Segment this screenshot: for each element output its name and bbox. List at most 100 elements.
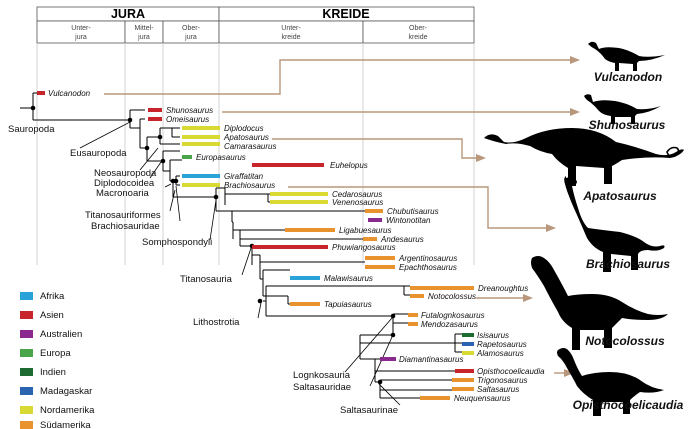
taxon-diamantinasaurus: Diamantinasaurus [399, 355, 463, 364]
clade-eusauropoda: Eusauropoda [70, 148, 127, 159]
taxon-alamosaurus: Alamosaurus [476, 349, 524, 358]
taxon-labels: Vulcanodon Shunosaurus Omeisaurus Diplod… [48, 89, 545, 403]
clade-lithostrotia: Lithostrotia [193, 317, 240, 328]
taxon-futalognkosaurus: Futalognkosaurus [421, 311, 485, 320]
period-oberkreide-line2: kreide [408, 34, 427, 41]
clade-lognkosauria: Lognkosauria [293, 370, 351, 381]
legend-label-nordamerika: Nordamerika [40, 405, 95, 416]
clade-macronoaria: Macronoaria [96, 188, 150, 199]
era-label-jura: JURA [111, 7, 145, 21]
taxon-opisthocoelicaudia: Opisthocoelicaudia [477, 367, 545, 376]
period-unterkreide-line1: Unter- [281, 25, 301, 32]
period-oberjura-line1: Ober- [182, 25, 201, 32]
period-mitteljura-line2: jura [137, 34, 150, 41]
region-legend: Afrika Asien Australien Europa Indien Ma… [20, 291, 95, 429]
silhouette-notocolossus: Notocolossus [531, 256, 668, 350]
silhouette-brachiosaurus: Brachiosaurus [564, 176, 670, 272]
taxon-camarasaurus: Camarasaurus [224, 142, 276, 151]
taxon-neuquensaurus: Neuquensaurus [454, 394, 510, 403]
clade-somphospondyli: Somphospondyli [142, 237, 212, 248]
timescale-header: JURA KREIDE Unter- jura Mittel- jura Obe… [36, 6, 475, 44]
silhouette-vulcanodon: Vulcanodon [588, 41, 665, 84]
taxon-wintonotitan: Wintonotitan [386, 216, 431, 225]
period-unterkreide-line2: kreide [281, 34, 300, 41]
period-unterjura-line2: jura [74, 34, 87, 41]
taxon-range-bars [37, 91, 474, 400]
silhouette-label-notocolossus: Notocolossus [585, 334, 665, 348]
taxon-diplodocus: Diplodocus [224, 124, 264, 133]
silhouette-opisthocoelicaudia: Opisthocoelicaudia [557, 348, 684, 416]
taxon-chubutisaurus: Chubutisaurus [387, 207, 439, 216]
legend-swatch-australien [20, 330, 33, 338]
period-unterjura-line1: Unter- [71, 25, 91, 32]
silhouette-shunosaurus: Shunosaurus [584, 94, 666, 132]
era-label-kreide: KREIDE [322, 7, 369, 21]
taxon-dreanoughtus: Dreanoughtus [478, 284, 528, 293]
taxon-notocolossus: Notocolossus [428, 292, 476, 301]
taxon-trigonosaurus: Trigonosaurus [477, 376, 528, 385]
taxon-isisaurus: Isisaurus [477, 331, 509, 340]
clade-titanosauria: Titanosauria [180, 274, 233, 285]
vulcanodon-silhouette-icon [588, 41, 665, 71]
taxon-andesaurus: Andesaurus [380, 235, 424, 244]
taxon-mendozasaurus: Mendozasaurus [421, 320, 478, 329]
legend-label-suedamerika: Südamerika [40, 420, 91, 429]
clade-sauropoda: Sauropoda [8, 124, 55, 135]
legend-swatch-suedamerika [20, 421, 33, 429]
taxon-cedarosaurus: Cedarosaurus [332, 190, 382, 199]
period-mitteljura-line1: Mittel- [134, 25, 154, 32]
taxon-tapuiasaurus: Tapuiasaurus [324, 300, 372, 309]
taxon-apatosaurus: Apatosaurus [223, 133, 269, 142]
taxon-phuwiangosaurus: Phuwiangosaurus [332, 243, 396, 252]
period-oberjura-line2: jura [184, 34, 197, 41]
taxon-vulcanodon: Vulcanodon [48, 89, 91, 98]
legend-label-afrika: Afrika [40, 291, 65, 302]
taxon-epachthosaurus: Epachthosaurus [399, 263, 457, 272]
clade-saltasaurinae: Saltasaurinae [340, 405, 398, 416]
silhouette-label-vulcanodon: Vulcanodon [594, 70, 662, 84]
taxon-brachiosaurus: Brachiosaurus [224, 181, 275, 190]
legend-swatch-afrika [20, 292, 33, 300]
shunosaurus-silhouette-icon [584, 94, 661, 124]
taxon-euhelopus: Euhelopus [330, 161, 368, 170]
silhouette-label-brachiosaurus: Brachiosaurus [586, 257, 670, 271]
silhouette-arrows [104, 56, 580, 377]
brachiosaurus-silhouette-icon [564, 176, 665, 272]
clade-neosauropoda: Neosauropoda [94, 168, 157, 179]
taxon-ligabuesaurus: Ligabuesaurus [339, 226, 391, 235]
taxon-venenosaurus: Venenosaurus [332, 198, 383, 207]
opisthocoelicaudia-silhouette-icon [557, 348, 664, 416]
legend-label-indien: Indien [40, 367, 66, 378]
taxon-europasaurus: Europasaurus [196, 153, 246, 162]
clade-brachiosauridae: Brachiosauridae [91, 221, 160, 232]
taxon-saltasaurus: Saltasaurus [477, 385, 519, 394]
clade-titanosauriformes: Titanosauriformes [85, 210, 161, 221]
legend-swatch-europa [20, 349, 33, 357]
legend-label-australien: Australien [40, 329, 82, 340]
taxon-giraffatitan: Giraffatitan [224, 172, 264, 181]
notocolossus-silhouette-icon [531, 256, 668, 350]
clade-annotation-lines [79, 121, 401, 406]
legend-swatch-madagaskar [20, 387, 33, 395]
clade-diplodocoidea: Diplodocoidea [94, 178, 155, 189]
clade-labels: Sauropoda Eusauropoda Neosauropoda Diplo… [8, 124, 398, 416]
legend-swatch-indien [20, 368, 33, 376]
silhouette-label-apatosaurus: Apatosaurus [582, 189, 657, 203]
silhouette-label-shunosaurus: Shunosaurus [589, 118, 666, 132]
legend-swatch-asien [20, 311, 33, 319]
taxon-omeisaurus: Omeisaurus [166, 115, 209, 124]
legend-label-madagaskar: Madagaskar [40, 386, 92, 397]
node-dots [30, 105, 396, 385]
legend-label-europa: Europa [40, 348, 71, 359]
taxon-malawisaurus: Malawisaurus [324, 274, 373, 283]
legend-swatch-nordamerika [20, 406, 33, 414]
period-oberkreide-line1: Ober- [409, 25, 428, 32]
silhouette-label-opisthocoelicaudia: Opisthocoelicaudia [573, 398, 684, 412]
period-guide-lines [36, 43, 475, 265]
taxon-rapetosaurus: Rapetosaurus [477, 340, 527, 349]
taxon-argentinosaurus: Argentinosaurus [398, 254, 457, 263]
taxon-shunosaurus: Shunosaurus [166, 106, 213, 115]
apatosaurus-silhouette-icon [484, 128, 684, 186]
